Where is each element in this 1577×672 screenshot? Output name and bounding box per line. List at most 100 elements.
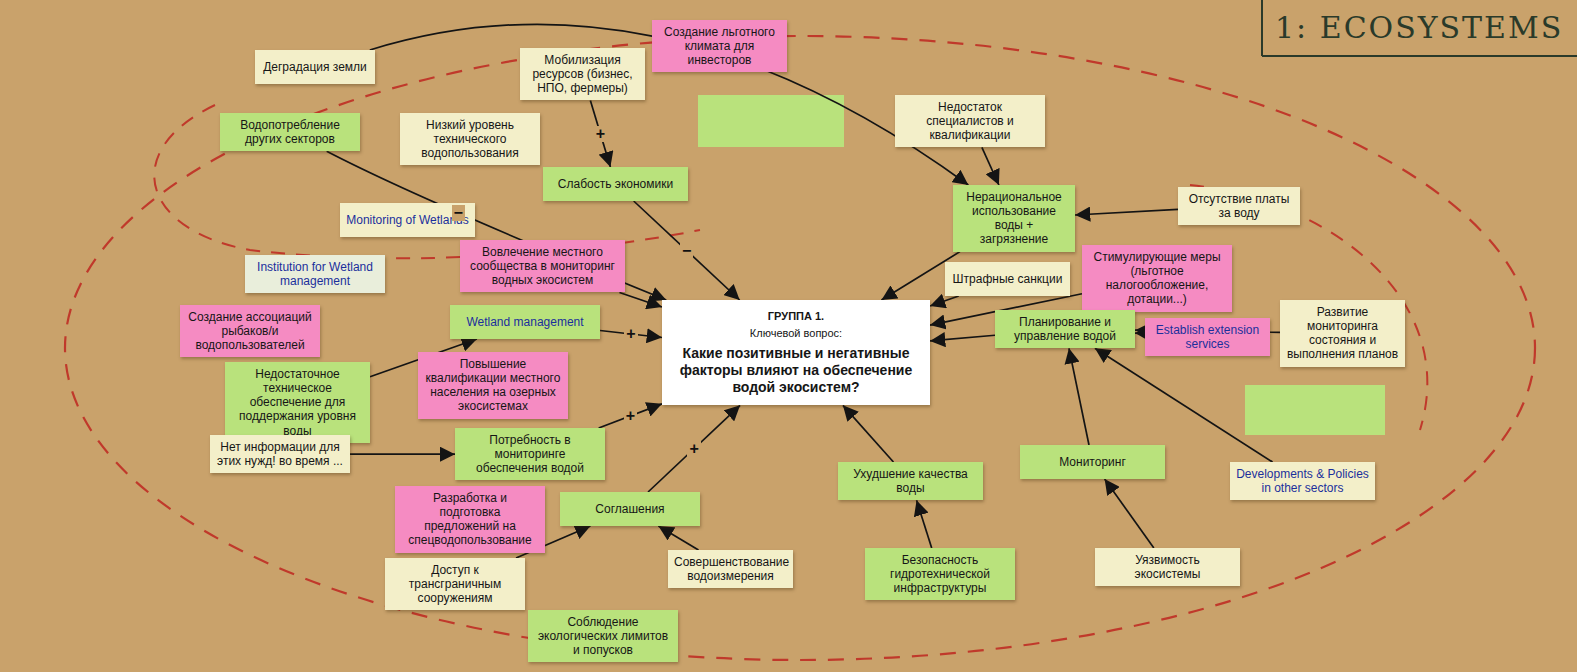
sticky-note: Establish extension services (1145, 318, 1270, 356)
arrow-connector (930, 335, 995, 341)
sticky-note: Institution for Wetland management (245, 255, 385, 293)
note-text: Соглашения (566, 502, 694, 516)
arrow-connector (619, 292, 662, 307)
note-text: Ключевой вопрос: (674, 327, 918, 340)
sticky-note: Слабость экономики (543, 167, 688, 201)
arrow-connector (982, 147, 999, 185)
arrow-connector (599, 404, 662, 428)
sticky-note: Недостаток специалистов и квалификации (895, 95, 1045, 147)
arrow-connector (350, 453, 455, 455)
arrow-connector (843, 405, 894, 462)
arrow-connector (590, 100, 610, 167)
note-text: Безопасность гидротехнической инфраструк… (871, 553, 1009, 595)
sticky-note: Создание льготного климата для инвесторо… (652, 20, 787, 72)
sticky-note: Развитие мониторинга состояния и выполне… (1280, 300, 1405, 367)
note-text: Низкий уровень технического водопользова… (406, 118, 534, 160)
note-text: Повышение квалификации местного населени… (424, 357, 562, 414)
note-text: Потребность в мониторинге обеспечения во… (461, 433, 599, 475)
sticky-note: Повышение квалификации местного населени… (418, 352, 568, 419)
note-text: Доступ к трансграничным сооружениям (391, 563, 519, 605)
sticky-note: Developments & Policies in other sectors (1230, 462, 1375, 500)
blank-note (1245, 385, 1385, 435)
note-text: Создание ассоциаций рыбаков/и водопользо… (186, 310, 314, 352)
sticky-note: Безопасность гидротехнической инфраструк… (865, 548, 1015, 600)
sticky-note: Мобилизация ресурсов (бизнес, НПО, ферме… (520, 48, 645, 100)
note-text: Совершенствование водоизмерения (674, 555, 787, 583)
blank-note (698, 95, 844, 147)
sticky-note: Разработка и подготовка предложений на с… (395, 486, 545, 553)
sticky-note: Нет информации для этих нужд! во время .… (210, 435, 350, 473)
sign-label: + (624, 326, 637, 342)
note-text: Разработка и подготовка предложений на с… (401, 491, 539, 548)
sticky-note: Соблюдение экологических лимитов и попус… (528, 610, 678, 662)
note-text: Отсутствие платы за воду (1184, 192, 1294, 220)
sign-label: + (687, 441, 700, 457)
note-text: Недостаток специалистов и квалификации (901, 100, 1039, 142)
frame-line (1262, 55, 1577, 57)
sign-label: − (452, 205, 465, 221)
sticky-note: Совершенствование водоизмерения (668, 550, 793, 588)
note-text: Уязвимость экосистемы (1101, 553, 1234, 581)
note-text: Мобилизация ресурсов (бизнес, НПО, ферме… (526, 53, 639, 95)
sticky-note: Штрафные санкции (945, 262, 1070, 296)
sticky-note: Уязвимость экосистемы (1095, 548, 1240, 586)
sticky-note: Стимулирующие меры (льготное налогооблож… (1082, 245, 1232, 312)
note-text: Водопотребление других секторов (226, 118, 354, 146)
sticky-note: Вовлечение местного сообщества в монитор… (460, 240, 625, 292)
arrow-connector (634, 201, 740, 300)
sign-label: + (624, 408, 637, 424)
sticky-note: Недостаточное техническое обеспечение дл… (225, 362, 370, 443)
sticky-note: Нерациональное использование воды + загр… (953, 185, 1075, 252)
question-card: ГРУППА 1. Ключевой вопрос: Какие позитивны… (662, 300, 930, 405)
sticky-note: Планирование и управление водой (995, 310, 1135, 348)
note-text: Establish extension services (1151, 323, 1264, 351)
note-text: Нет информации для этих нужд! во время .… (216, 440, 344, 468)
arrow-connector (930, 296, 959, 306)
note-text: Monitoring of Wetlands (346, 213, 469, 227)
note-text: Соблюдение экологических лимитов и попус… (534, 615, 672, 657)
arrow-connector (1105, 479, 1154, 548)
arrow-connector (917, 500, 932, 548)
sticky-note: Доступ к трансграничным сооружениям (385, 558, 525, 610)
arrow-connector (1075, 209, 1178, 215)
note-text: Стимулирующие меры (льготное налогооблож… (1088, 250, 1226, 307)
arrow-connector (1135, 332, 1145, 334)
note-text: ГРУППА 1. (674, 310, 918, 323)
sticky-note: Мониторинг (1020, 445, 1165, 479)
sticky-note: Деградация земли (255, 50, 375, 84)
sticky-note: Потребность в мониторинге обеспечения во… (455, 428, 605, 480)
note-text: Недостаточное техническое обеспечение дл… (231, 367, 364, 438)
note-text: Какие позитивные и негативные факторы вл… (674, 345, 918, 395)
arrow-connector (1069, 348, 1089, 445)
frame-line (1261, 0, 1263, 56)
note-text: Штрафные санкции (951, 272, 1064, 286)
note-text: Нерациональное использование воды + загр… (959, 190, 1069, 247)
arrow-connector (658, 526, 698, 550)
sticky-note: Низкий уровень технического водопользова… (400, 113, 540, 165)
group-title: 1: ECOSYSTEMS (1275, 10, 1563, 45)
arrow-connector (648, 405, 740, 492)
note-text: Деградация земли (261, 60, 369, 74)
sticky-note: Wetland management (450, 305, 600, 339)
note-text: Слабость экономики (549, 177, 682, 191)
note-text: Developments & Policies in other sectors (1236, 467, 1369, 495)
sticky-note: Водопотребление других секторов (220, 113, 360, 151)
note-text: Развитие мониторинга состояния и выполне… (1286, 305, 1399, 362)
note-text: Планирование и управление водой (1001, 315, 1129, 343)
note-text: Wetland management (456, 315, 594, 329)
sticky-note: Соглашения (560, 492, 700, 526)
sign-label: − (680, 243, 693, 259)
dashed-outline (65, 36, 1535, 660)
sticky-note: Ухудшение качества воды (838, 462, 983, 500)
dashed-loop (154, 105, 700, 258)
sticky-note: Отсутствие платы за воду (1178, 187, 1300, 225)
note-text: Вовлечение местного сообщества в монитор… (466, 245, 619, 287)
note-text: Мониторинг (1026, 455, 1159, 469)
sign-label: + (594, 126, 607, 142)
note-text: Создание льготного климата для инвесторо… (658, 25, 781, 67)
note-text: Ухудшение качества воды (844, 467, 977, 495)
note-text: Institution for Wetland management (251, 260, 379, 288)
sticky-note: Создание ассоциаций рыбаков/и водопользо… (180, 305, 320, 357)
